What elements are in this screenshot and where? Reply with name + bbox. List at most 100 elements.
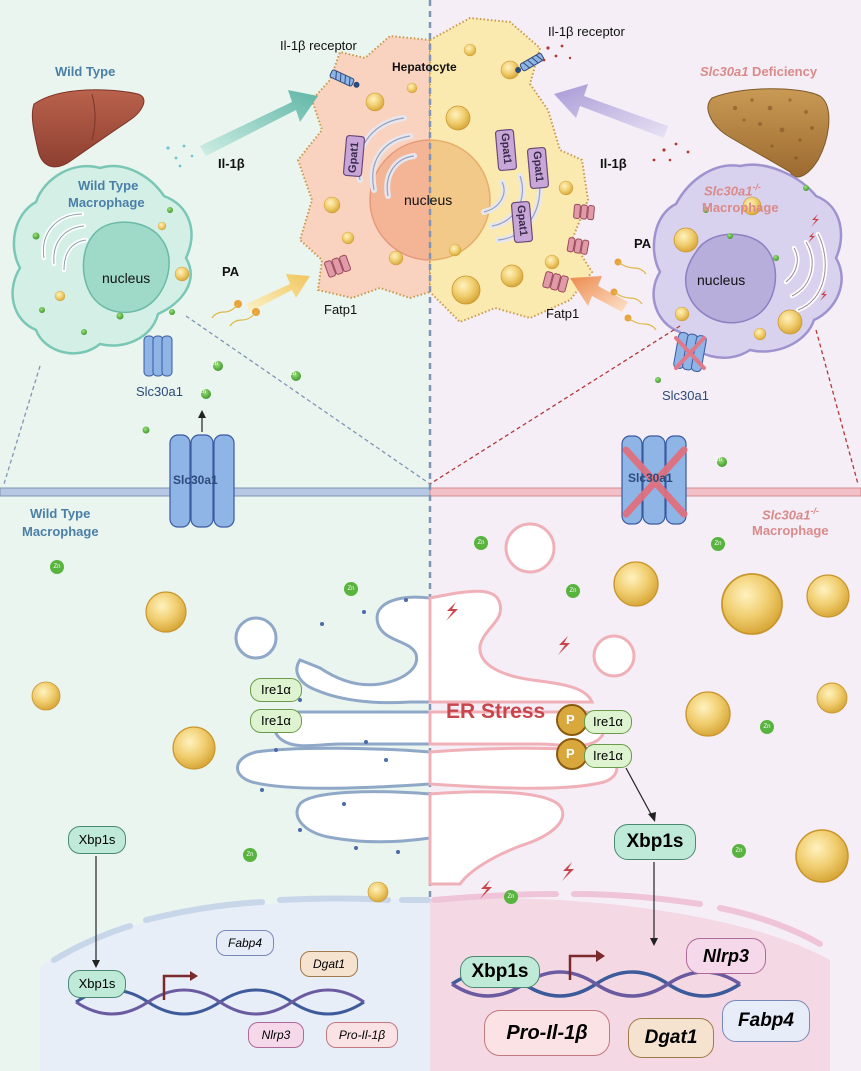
phospho-label-1: P <box>566 712 575 727</box>
il1b-receptor-right-icon <box>515 52 545 73</box>
zn-label-4: Zn <box>715 457 723 463</box>
ko-nuclear-envelope <box>431 891 823 947</box>
liver-lobe-line <box>91 93 96 141</box>
il1b-dots-right <box>542 44 572 62</box>
fatp1-label-right: Fatp1 <box>546 306 580 321</box>
il1b-receptor-left-icon <box>329 69 360 88</box>
hepatocyte-nucleus-label: nucleus <box>404 192 453 208</box>
ko-macrophage-big-gene: Slc30a1 <box>762 507 811 523</box>
ire1a-ko-1: Ire1α <box>584 710 632 734</box>
il1b-arrow-left <box>200 90 318 156</box>
fatp1-right-icon-3 <box>573 203 595 221</box>
hepatocyte-nucleus-left <box>369 139 431 261</box>
gpat1-label-2: Gpat1 <box>498 132 514 165</box>
gene-fabp4-wt: Fabp4 <box>216 930 274 956</box>
gene-pro-il1b-ko: Pro-Il-1β <box>484 1010 610 1056</box>
ko-macrophage-small-label-1: Slc30a1-/- <box>704 182 761 198</box>
wt-macrophage-small-label-1: Wild Type <box>78 178 139 193</box>
zinc-ion-b5: Zn <box>566 584 580 598</box>
zoom-line-left-2 <box>185 315 431 485</box>
slc30a1-small-cross-icon <box>674 336 706 370</box>
gene-nlrp3-ko: Nlrp3 <box>686 938 766 974</box>
ire1a-ko-2: Ire1α <box>584 744 632 768</box>
il1b-dots-left <box>166 144 194 168</box>
ko-macrophage-big-sup: -/- <box>810 506 819 516</box>
zinc-ion-b4: Zn <box>474 536 488 550</box>
fatp1-left-icon <box>324 254 352 278</box>
er-stress-label: ER Stress <box>446 700 546 723</box>
zinc-scatter-top <box>142 361 727 467</box>
wt-macrophage-big-label-2: Macrophage <box>22 524 99 539</box>
zinc-ion-b2: Zn <box>344 582 358 596</box>
il1b-label-left: Il-1β <box>218 156 245 171</box>
il1b-dots-right-2 <box>652 142 690 162</box>
zinc-ion-b6: Zn <box>711 537 725 551</box>
zinc-ion-b7: Zn <box>760 720 774 734</box>
slc30a1-small-right-label: Slc30a1 <box>662 388 709 403</box>
ko-macrophage-nucleus-label: nucleus <box>697 272 746 288</box>
deficiency-title: Slc30a1 Deficiency <box>700 64 817 79</box>
fatty-liver-spots <box>732 98 814 160</box>
xbp1s-wt-cytoplasm: Xbp1s <box>68 826 126 854</box>
zn-label-1: Zn <box>211 361 219 367</box>
fatp1-right-icon <box>542 271 569 293</box>
ko-macrophage-small-sup: -/- <box>752 182 761 192</box>
hepatocyte-label: Hepatocyte <box>392 60 457 74</box>
xbp1s-ko-cytoplasm: Xbp1s <box>614 824 696 860</box>
gpat1-label-4: Gpat1 <box>514 204 530 237</box>
gpat1-box-2 <box>494 128 518 172</box>
wt-dna <box>75 988 365 1016</box>
il1b-receptor-label-right: Il-1β receptor <box>548 24 625 39</box>
xbp1s-wt-nucleus: Xbp1s <box>68 970 126 998</box>
wild-type-title: Wild Type <box>55 64 116 79</box>
wt-macrophage-big-label-1: Wild Type <box>30 506 91 521</box>
il1b-label-right: Il-1β <box>600 156 627 171</box>
fatp1-right-icon-2 <box>566 237 590 255</box>
zinc-ion-b1: Zn <box>50 560 64 574</box>
hepatocyte-nucleus-right <box>429 139 491 261</box>
slc30a1-small-left-label: Slc30a1 <box>136 384 183 399</box>
pa-arrow-right <box>570 276 628 312</box>
slc30a1-small-left-icon <box>143 335 173 377</box>
pa-label-left: PA <box>222 264 240 279</box>
gene-nlrp3-wt: Nlrp3 <box>248 1022 304 1048</box>
zinc-ion-b9: Zn <box>504 890 518 904</box>
ko-transcription-arrow <box>568 954 598 980</box>
gene-dgat1-ko: Dgat1 <box>628 1018 714 1058</box>
deficiency-suffix: Deficiency <box>748 64 818 79</box>
zoom-line-right-1 <box>429 325 681 485</box>
deficiency-gene: Slc30a1 <box>700 64 749 79</box>
ko-macrophage-small-label-2: Macrophage <box>702 200 779 215</box>
zinc-ion-b3: Zn <box>243 848 257 862</box>
fatty-liver-icon <box>707 88 830 178</box>
gpat1-box-1 <box>342 134 366 178</box>
slc30a1-big-left-icon <box>169 434 235 528</box>
gene-pro-il1b-wt: Pro-Il-1β <box>326 1022 398 1048</box>
wt-nuclear-envelope <box>51 895 431 963</box>
zinc-ion-b8: Zn <box>732 844 746 858</box>
zn-label-3: Zn <box>199 389 207 395</box>
wt-transcription-arrow <box>162 974 192 1000</box>
ko-macrophage-big-label-2: Macrophage <box>752 523 829 538</box>
zinc-export-arrow <box>198 410 206 432</box>
pa-arrow-left <box>246 274 310 312</box>
ire1a-to-xbp1s-arrow <box>625 767 656 822</box>
gene-fabp4-ko: Fabp4 <box>722 1000 810 1042</box>
pa-molecules-left <box>211 300 260 327</box>
gpat1-label-3: Gpat1 <box>530 150 546 183</box>
slc30a1-big-left-label: Slc30a1 <box>173 473 218 487</box>
slc30a1-big-right-label: Slc30a1 <box>628 471 673 485</box>
ko-macrophage-stress-bolts <box>808 214 827 301</box>
wt-macrophage-nucleus <box>82 221 170 314</box>
gpat1-box-4 <box>510 200 534 244</box>
xbp1s-to-nucleus-arrow-left <box>92 856 100 968</box>
il1b-receptor-label-left: Il-1β receptor <box>280 38 357 53</box>
phospho-label-2: P <box>566 746 575 761</box>
xbp1s-ko-nucleus: Xbp1s <box>460 956 540 988</box>
liver-icon <box>31 89 145 168</box>
pa-label-right: PA <box>634 236 652 251</box>
zoom-line-right-2 <box>815 329 859 485</box>
ko-macrophage-zinc <box>703 185 809 261</box>
